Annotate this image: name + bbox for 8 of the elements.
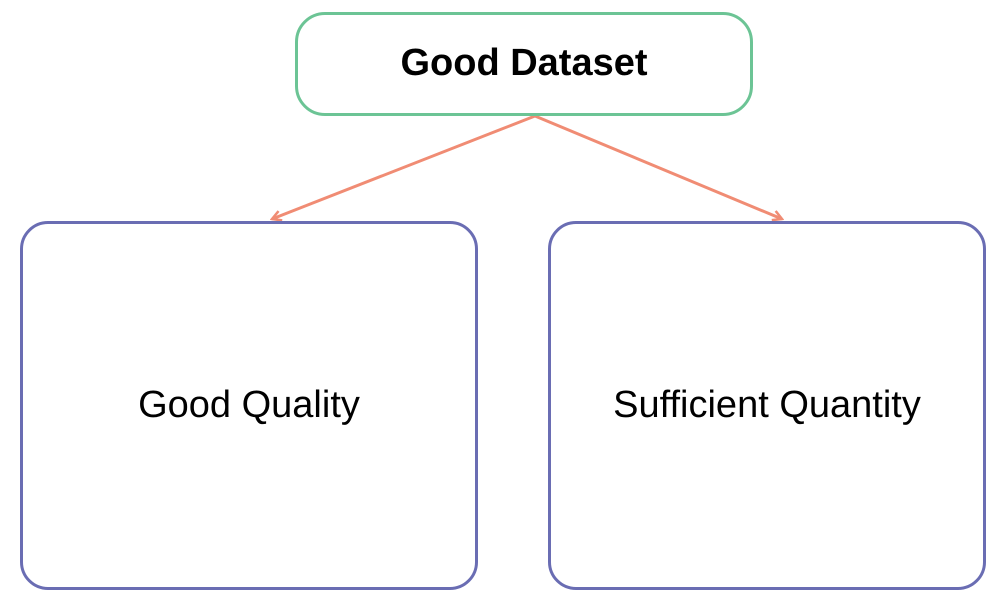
box-label: Sufficient Quantity <box>613 382 921 428</box>
box-label: Good Quality <box>138 382 360 428</box>
rounded-box <box>548 221 986 590</box>
arrow <box>534 114 784 222</box>
box-label: Good Dataset <box>400 41 648 86</box>
arrow <box>270 114 536 222</box>
rounded-box <box>20 221 478 590</box>
rounded-box <box>295 12 753 116</box>
